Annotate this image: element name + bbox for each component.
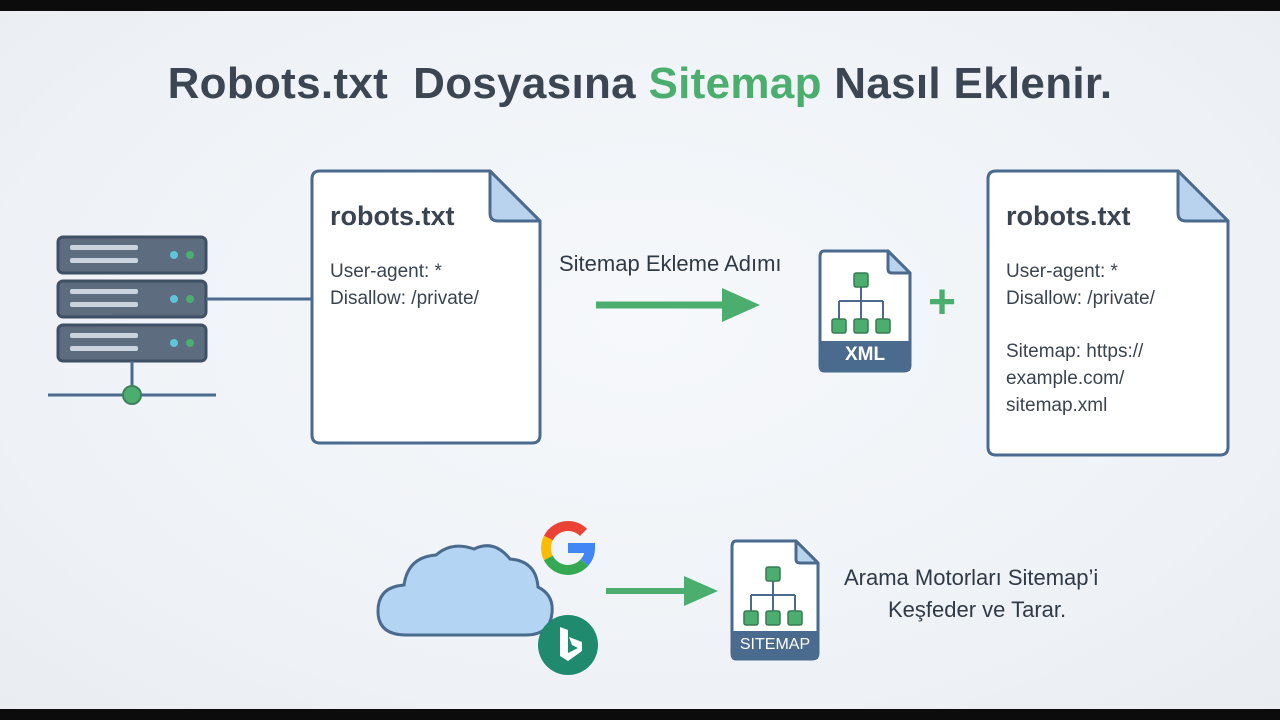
arrow-right-icon: [596, 288, 760, 322]
robots-doc-after: robots.txt User-agent: * Disallow: /priv…: [986, 169, 1232, 459]
doc-after-line-4: example.com/: [1006, 368, 1125, 389]
caption-line-1: Arama Motorları Sitemap’i: [844, 565, 1099, 590]
doc-before-line-2: Disallow: /private/: [330, 288, 479, 309]
xml-label: XML: [844, 344, 886, 365]
step-label: Sitemap Ekleme Adımı: [559, 251, 782, 276]
doc-after-title: robots.txt: [1006, 201, 1131, 231]
doc-after-line-5: sitemap.xml: [1006, 395, 1108, 416]
arrow-right-icon: [606, 576, 718, 606]
doc-before-title: robots.txt: [330, 201, 455, 231]
caption-line-2: Keşfeder ve Tarar.: [888, 597, 1067, 622]
server-rack-icon: [48, 235, 312, 405]
robots-doc-before: robots.txt User-agent: * Disallow: /priv…: [310, 169, 544, 447]
document-icon: [310, 169, 542, 445]
sitemap-label: SITEMAP: [739, 636, 811, 653]
plus-icon: +: [928, 276, 957, 329]
doc-after-line-1: User-agent: *: [1006, 261, 1118, 282]
doc-before-line-1: User-agent: *: [330, 261, 442, 282]
google-icon: [541, 521, 596, 575]
cloud-icon: [376, 544, 554, 637]
sitemap-file-icon: SITEMAP: [730, 539, 820, 661]
page-title: Robots.txt Dosyasına Sitemap Nasıl Eklen…: [0, 59, 1280, 109]
xml-file-icon: XML: [818, 249, 912, 373]
doc-after-line-2: Disallow: /private/: [1006, 288, 1155, 309]
diagram-canvas: Robots.txt Dosyasına Sitemap Nasıl Eklen…: [0, 11, 1280, 709]
title-part-1: Robots.txt Dosyasına: [167, 59, 649, 108]
document-icon: [986, 169, 1230, 457]
doc-after-line-3: Sitemap: https://: [1006, 341, 1144, 362]
bing-icon: [538, 615, 598, 675]
title-accent: Sitemap: [648, 59, 822, 108]
title-part-2: Nasıl Eklenir.: [821, 59, 1113, 108]
